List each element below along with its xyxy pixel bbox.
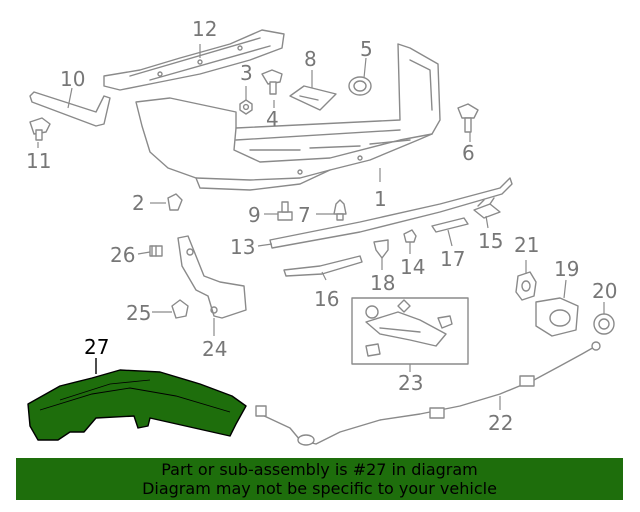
part-4-bolt[interactable] bbox=[261, 69, 283, 95]
callout-6[interactable]: 6 bbox=[462, 141, 475, 165]
footer-line-1: Part or sub-assembly is #27 in diagram bbox=[161, 460, 478, 479]
callout-labels: 12 10 11 3 4 8 5 6 2 9 7 1 13 26 25 24 1… bbox=[26, 17, 617, 435]
callout-26[interactable]: 26 bbox=[110, 243, 135, 267]
part-1-bumper-cover[interactable] bbox=[135, 43, 441, 191]
part-8-bracket[interactable] bbox=[289, 85, 337, 111]
part-19-parking-sensor[interactable] bbox=[535, 297, 579, 337]
part-18-clip[interactable] bbox=[373, 239, 389, 259]
callout-7[interactable]: 7 bbox=[298, 203, 311, 227]
callout-23[interactable]: 23 bbox=[398, 371, 423, 395]
parts-diagram: 12 10 11 3 4 8 5 6 2 9 7 1 13 26 25 24 1… bbox=[26, 17, 617, 446]
callout-12[interactable]: 12 bbox=[192, 17, 217, 41]
part-15-retainer[interactable] bbox=[473, 197, 501, 219]
callout-14[interactable]: 14 bbox=[400, 255, 425, 279]
callout-16[interactable]: 16 bbox=[314, 287, 339, 311]
callout-3[interactable]: 3 bbox=[240, 61, 253, 85]
part-17-retainer[interactable] bbox=[431, 217, 469, 233]
callout-24[interactable]: 24 bbox=[202, 337, 227, 361]
part-22-wiring-harness[interactable] bbox=[255, 341, 601, 446]
callout-2[interactable]: 2 bbox=[132, 191, 145, 215]
callout-19[interactable]: 19 bbox=[554, 257, 579, 281]
footer-banner: Part or sub-assembly is #27 in diagram D… bbox=[16, 458, 623, 500]
part-24-side-bracket[interactable] bbox=[177, 235, 247, 319]
callout-4[interactable]: 4 bbox=[266, 107, 279, 131]
part-16-moulding[interactable] bbox=[283, 255, 363, 277]
callout-5[interactable]: 5 bbox=[360, 37, 373, 61]
callout-25[interactable]: 25 bbox=[126, 301, 151, 325]
callout-13[interactable]: 13 bbox=[230, 235, 255, 259]
part-12-reinforcement[interactable] bbox=[103, 29, 285, 91]
callout-21[interactable]: 21 bbox=[514, 233, 539, 257]
callout-9[interactable]: 9 bbox=[248, 203, 261, 227]
part-9-screw[interactable] bbox=[277, 201, 293, 221]
part-14-clip[interactable] bbox=[403, 229, 417, 243]
part-23-bracket-kit[interactable] bbox=[351, 297, 469, 365]
part-21-sensor-retainer[interactable] bbox=[515, 271, 537, 301]
callout-1[interactable]: 1 bbox=[374, 187, 387, 211]
callout-27[interactable]: 27 bbox=[84, 335, 109, 359]
callout-17[interactable]: 17 bbox=[440, 247, 465, 271]
callout-8[interactable]: 8 bbox=[304, 47, 317, 71]
part-13-moulding[interactable] bbox=[269, 177, 513, 249]
footer-line-2: Diagram may not be specific to your vehi… bbox=[142, 479, 497, 498]
callout-15[interactable]: 15 bbox=[478, 229, 503, 253]
callout-20[interactable]: 20 bbox=[592, 279, 617, 303]
leader-lines bbox=[37, 44, 605, 410]
part-5-cap[interactable] bbox=[348, 76, 372, 96]
part-26-bolt[interactable] bbox=[149, 245, 163, 257]
part-6-bolt[interactable] bbox=[457, 103, 479, 133]
part-27-energy-absorber[interactable] bbox=[27, 369, 247, 441]
callout-18[interactable]: 18 bbox=[370, 271, 395, 295]
part-25-clip[interactable] bbox=[171, 299, 189, 319]
callout-11[interactable]: 11 bbox=[26, 149, 51, 173]
callout-22[interactable]: 22 bbox=[488, 411, 513, 435]
part-7-clip[interactable] bbox=[333, 199, 347, 221]
part-3-nut[interactable] bbox=[239, 99, 253, 115]
part-10-retainer[interactable] bbox=[29, 91, 111, 127]
part-11-bolt[interactable] bbox=[29, 117, 51, 141]
part-2-clip[interactable] bbox=[167, 193, 183, 211]
part-20-sensor-cap[interactable] bbox=[593, 313, 615, 335]
callout-10[interactable]: 10 bbox=[60, 67, 85, 91]
